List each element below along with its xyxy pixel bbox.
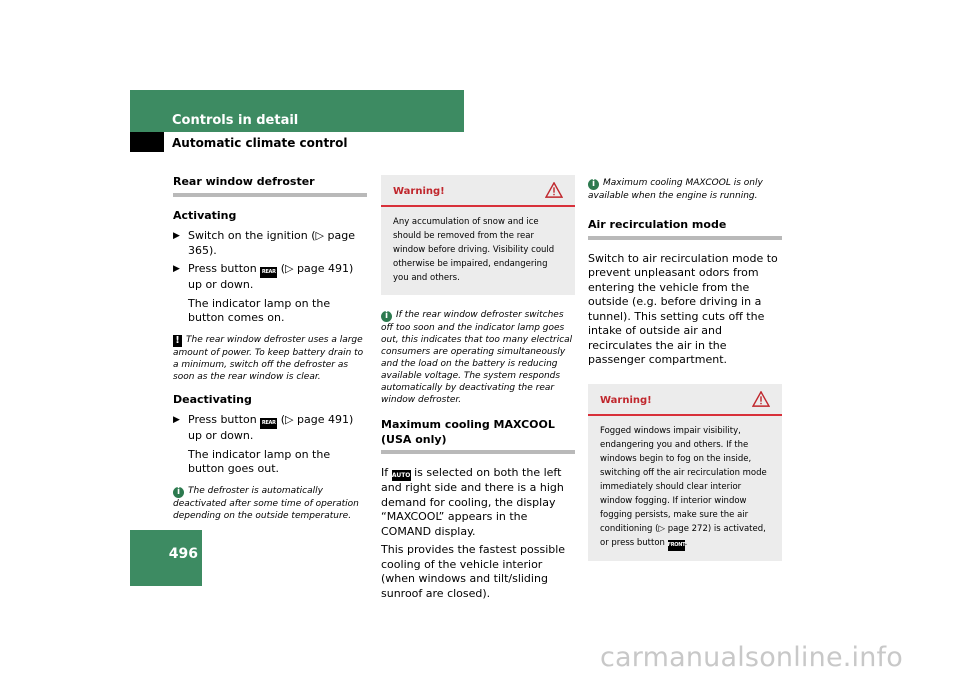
step-result: The indicator lamp on the button comes o… [188,296,331,325]
recirculation-paragraph: Switch to air recirculation mode to prev… [588,251,778,367]
column-2: Warning! Any accumulation of snow and ic… [381,175,575,605]
warning-triangle-icon [545,182,563,198]
column-1: Rear window defroster Activating ▶ Switc… [173,175,367,532]
caution-icon: ! [173,334,182,347]
arrow-icon: ▶ [173,231,180,241]
arrow-icon: ▶ [173,415,180,425]
page-number-tab [130,530,202,586]
warning-triangle-icon [752,390,770,407]
chapter-title: Controls in detail [172,113,299,128]
header-banner [130,90,464,132]
maxcool-paragraph-1: If AUTO is selected on both the left and… [381,466,564,538]
warning-title: Warning! [600,394,652,406]
section-heading-recirculation: Air recirculation mode [588,218,782,240]
page-number: 496 [168,546,198,562]
info-icon: i [588,179,599,190]
deactivating-label: Deactivating [173,392,252,406]
auto-button-icon: AUTO [391,470,411,481]
rear-defrost-button-icon: REAR [260,267,278,278]
arrow-icon: ▶ [173,264,180,274]
step-press-button: ▶ Press button REAR (▷ page 491) up or d… [173,262,354,291]
rear-defrost-button-icon: REAR [260,418,278,429]
section-heading-maxcool: Maximum cooling MAXCOOL (USA only) [381,418,575,454]
activating-label: Activating [173,208,237,222]
warning-text: Fogged windows impair visibility, endang… [588,416,782,561]
step-ignition: ▶ Switch on the ignition (▷ page 365). [173,229,355,257]
section-heading-rear-defroster: Rear window defroster [173,175,367,197]
header-marker [130,132,164,152]
front-defrost-button-icon: FRONT [667,539,686,551]
info-icon: i [381,311,392,322]
warning-title: Warning! [393,186,445,197]
warning-text: Any accumulation of snow and ice should … [393,217,555,283]
section-title: Automatic climate control [172,136,348,150]
warning-box-snow: Warning! Any accumulation of snow and ic… [381,175,575,295]
step-press-button-off: ▶ Press button REAR (▷ page 491) up or d… [173,413,354,442]
step-result-off: The indicator lamp on the button goes ou… [188,447,331,476]
info-icon: i [173,486,184,498]
warning-box-fog: Warning! Fogged windows impair visibilit… [588,383,782,561]
watermark: carmanualsonline.info [600,642,903,673]
caution-note: !The rear window defroster uses a large … [173,334,364,382]
maxcool-paragraph-2: This provides the fastest possible cooli… [381,543,566,600]
